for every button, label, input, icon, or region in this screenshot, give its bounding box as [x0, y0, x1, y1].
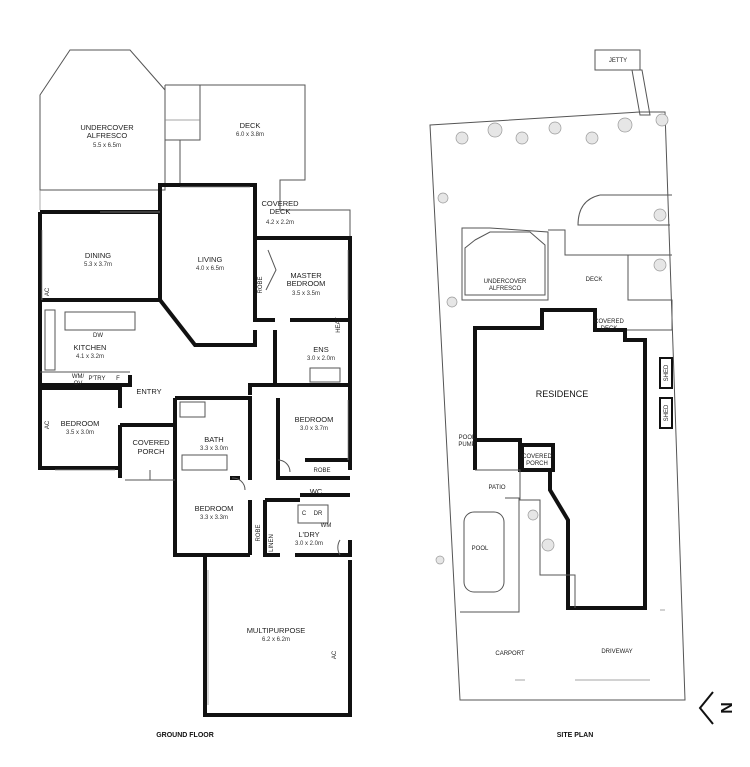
trees: [435, 113, 669, 565]
label-ac-bedroom: AC: [45, 420, 51, 429]
room-name-bedroom-2: BEDROOM: [295, 415, 334, 424]
label-site-deck: DECK: [586, 277, 603, 283]
label-dishwasher: DW: [93, 333, 103, 339]
room-dims-bedroom-3: 3.3 x 3.3m: [200, 515, 228, 521]
label-shed-2: SHED: [664, 404, 670, 421]
room-name-ensuite: ENS: [313, 345, 328, 354]
room-name-deck: DECK: [240, 121, 261, 130]
label-robe-master: ROBE: [258, 276, 264, 293]
multipurpose-wall: [203, 555, 352, 717]
label-robe-bedroom3: ROBE: [256, 524, 262, 541]
caption-site-plan: SITE PLAN: [557, 732, 594, 739]
label-wm-ov: WM/OV: [72, 374, 85, 387]
label-entry: ENTRY: [136, 387, 161, 396]
bedroom2-wall: [276, 398, 350, 480]
site-deck-outline: [548, 229, 673, 331]
room-dims-kitchen: 4.1 x 3.2m: [76, 354, 104, 360]
label-residence: RESIDENCE: [536, 389, 589, 399]
room-name-bedroom-3: BEDROOM: [195, 504, 234, 513]
north-letter: N: [719, 702, 736, 714]
alfresco-outline: [39, 49, 166, 191]
shed-2: [659, 397, 673, 429]
room-dims-ensuite: 3.0 x 2.0m: [307, 356, 335, 362]
site-alfresco-outline: [461, 227, 549, 301]
room-name-bedroom-1: BEDROOM: [61, 419, 100, 428]
room-dims-bedroom-2: 3.0 x 3.7m: [300, 426, 328, 432]
label-carport: CARPORT: [495, 651, 525, 657]
room-dims-bath: 3.3 x 3.0m: [200, 446, 228, 452]
label-ac-multipurpose: AC: [332, 650, 338, 659]
room-dims-deck: 6.0 x 3.8m: [236, 132, 264, 138]
room-dims-laundry: 3.0 x 2.0m: [295, 541, 323, 547]
label-wm: WM: [321, 523, 332, 529]
label-robe-bedroom2: ROBE: [313, 468, 330, 474]
label-dr: DR: [314, 511, 323, 517]
room-dims-covered-deck: 4.2 x 2.2m: [266, 220, 294, 226]
room-dims-bedroom-1: 3.5 x 3.0m: [66, 430, 94, 436]
residence-outline: [473, 308, 647, 610]
exterior-wall-west: [38, 212, 120, 470]
patio-outline: [460, 469, 576, 613]
label-pool: POOL: [472, 546, 489, 552]
label-pantry: P'TRY: [88, 376, 105, 382]
label-wc: WC: [310, 487, 323, 496]
label-heat: HEAT: [336, 317, 342, 333]
path-curve: [577, 194, 672, 226]
label-shed-1: SHED: [664, 364, 670, 381]
caption-ground-floor: GROUND FLOOR: [156, 732, 214, 739]
room-name-dining: DINING: [85, 251, 111, 260]
room-dims-living: 4.0 x 6.5m: [196, 266, 224, 272]
label-c: C: [302, 511, 307, 517]
room-name-kitchen: KITCHEN: [74, 343, 107, 352]
label-patio: PATIO: [488, 485, 505, 491]
label-linen: LINEN: [269, 534, 275, 552]
shed-1: [659, 357, 673, 389]
room-dims-master-bedroom: 3.5 x 3.5m: [292, 291, 320, 297]
north-arrow-icon: N: [698, 691, 736, 725]
kitchen-wall: [40, 298, 160, 387]
room-name-laundry: L'DRY: [298, 530, 319, 539]
room-name-bath: BATH: [204, 435, 223, 444]
room-name-multipurpose: MULTIPURPOSE: [247, 626, 306, 635]
pool-outline: [463, 511, 505, 593]
room-dims-alfresco: 5.5 x 6.5m: [93, 143, 121, 149]
deck-outline: [164, 84, 351, 240]
ensuite-wall: [248, 330, 350, 395]
room-dims-multipurpose: 6.2 x 6.2m: [262, 637, 290, 643]
master-wall: [253, 238, 350, 322]
room-name-living: LIVING: [198, 255, 223, 264]
label-driveway: DRIVEWAY: [601, 649, 632, 655]
bedroom1-wall: [40, 386, 122, 408]
label-fridge: F: [116, 376, 120, 382]
label-ac-dining: AC: [45, 287, 51, 296]
living-wall: [158, 212, 257, 347]
label-jetty: JETTY: [609, 58, 627, 64]
room-dims-dining: 5.3 x 3.7m: [84, 262, 112, 268]
bath-wall: [118, 396, 252, 480]
site-boundary: [429, 111, 686, 701]
jetty-outline: [594, 49, 651, 116]
